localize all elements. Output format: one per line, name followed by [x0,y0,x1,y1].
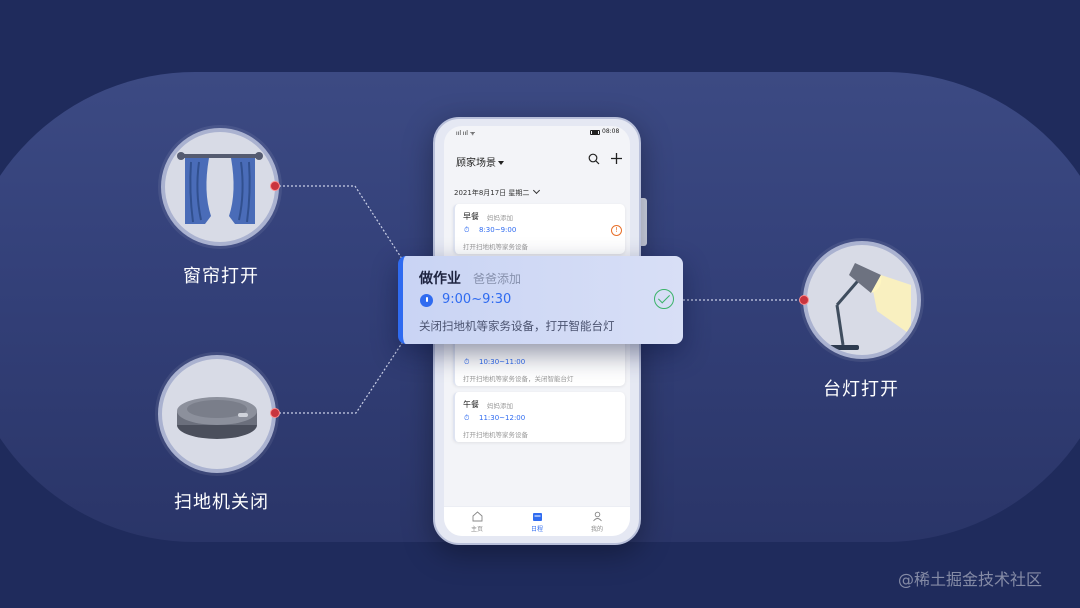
date-selector[interactable]: 2021年8月17日 星期二 [454,186,541,198]
chevron-down-icon [533,186,541,195]
float-card-desc: 关闭扫地机等家务设备，打开智能台灯 [419,319,615,333]
date-text: 2021年8月17日 星期二 [454,189,530,197]
card-time: 10:30~11:00 [479,358,526,366]
card-desc: 打开扫地机等家务设备 [463,243,528,251]
phone-side-button [640,198,647,246]
card-desc: 打开扫地机等家务设备 [463,431,528,439]
lamp-label: 台灯打开 [823,379,899,400]
signal-icon: ııl ııl ᯤ [456,130,476,137]
scene-title: 顾家场景 [456,158,496,169]
highlighted-schedule-card[interactable]: 做作业 爸爸添加 9:00~9:30 关闭扫地机等家务设备，打开智能台灯 [398,256,683,344]
schedule-card[interactable]: 午餐 妈妈添加 ⏱ 11:30~12:00 打开扫地机等家务设备 [453,392,625,442]
card-time: 8:30~9:00 [479,226,517,234]
clock-icon [420,294,433,307]
schedule-card[interactable]: 早餐 妈妈添加 ⏱ 8:30~9:00 打开扫地机等家务设备 ! [453,204,625,254]
float-card-time: 9:00~9:30 [442,292,512,307]
robot-connector-dot [270,408,280,418]
phone-screen: ııl ııl ᯤ 08:08 顾家场景 2021年8月17日 星期二 早餐 妈… [444,126,630,536]
calendar-icon [532,513,542,521]
lamp-connector-dot [799,295,809,305]
card-desc: 打开扫地机等家务设备，关闭智能台灯 [463,375,574,383]
tab-label: 我的 [590,526,603,533]
card-sub: 妈妈添加 [487,214,513,222]
battery-icon [590,130,600,135]
curtain-icon [177,152,263,224]
clock-icon: ⏱ [464,414,470,422]
clock-icon: ⏱ [464,226,470,234]
card-sub: 妈妈添加 [487,402,513,410]
curtain-label: 窗帘打开 [183,266,259,287]
warning-icon: ! [611,225,622,236]
desk-lamp-icon [829,263,911,350]
home-icon [472,511,482,522]
tab-mine[interactable]: 我的 [577,511,617,533]
add-icon[interactable] [610,152,623,165]
robot-label: 扫地机关闭 [174,492,269,513]
schedule-card[interactable]: ⏱ 10:30~11:00 打开扫地机等家务设备，关闭智能台灯 [453,336,625,386]
check-circle-icon [654,289,674,309]
tab-schedule[interactable]: 日程 [517,511,557,533]
search-icon[interactable] [588,153,600,165]
tab-home[interactable]: 主页 [457,511,497,533]
tab-bar: 主页 日程 我的 [444,506,630,536]
tab-label: 主页 [470,526,483,533]
float-card-title: 做作业 [419,271,461,287]
curtain-device[interactable] [161,128,279,246]
clock-icon: ⏱ [464,358,470,366]
card-time: 11:30~12:00 [479,414,526,422]
status-bar: ııl ııl ᯤ 08:08 [444,126,630,140]
card-title: 午餐 [463,400,479,409]
float-card-sub: 爸爸添加 [473,272,522,286]
lamp-device[interactable] [803,241,921,359]
profile-icon [592,511,602,522]
card-title: 早餐 [463,212,479,221]
robot-vacuum-device[interactable] [158,355,276,473]
status-time: 08:08 [602,128,620,135]
caret-down-icon [498,161,504,165]
curtain-connector-dot [270,181,280,191]
scene-selector[interactable]: 顾家场景 [456,154,504,169]
tab-label: 日程 [530,526,543,533]
watermark: @稀土掘金技术社区 [898,570,1043,589]
robot-vacuum-icon [177,397,257,439]
